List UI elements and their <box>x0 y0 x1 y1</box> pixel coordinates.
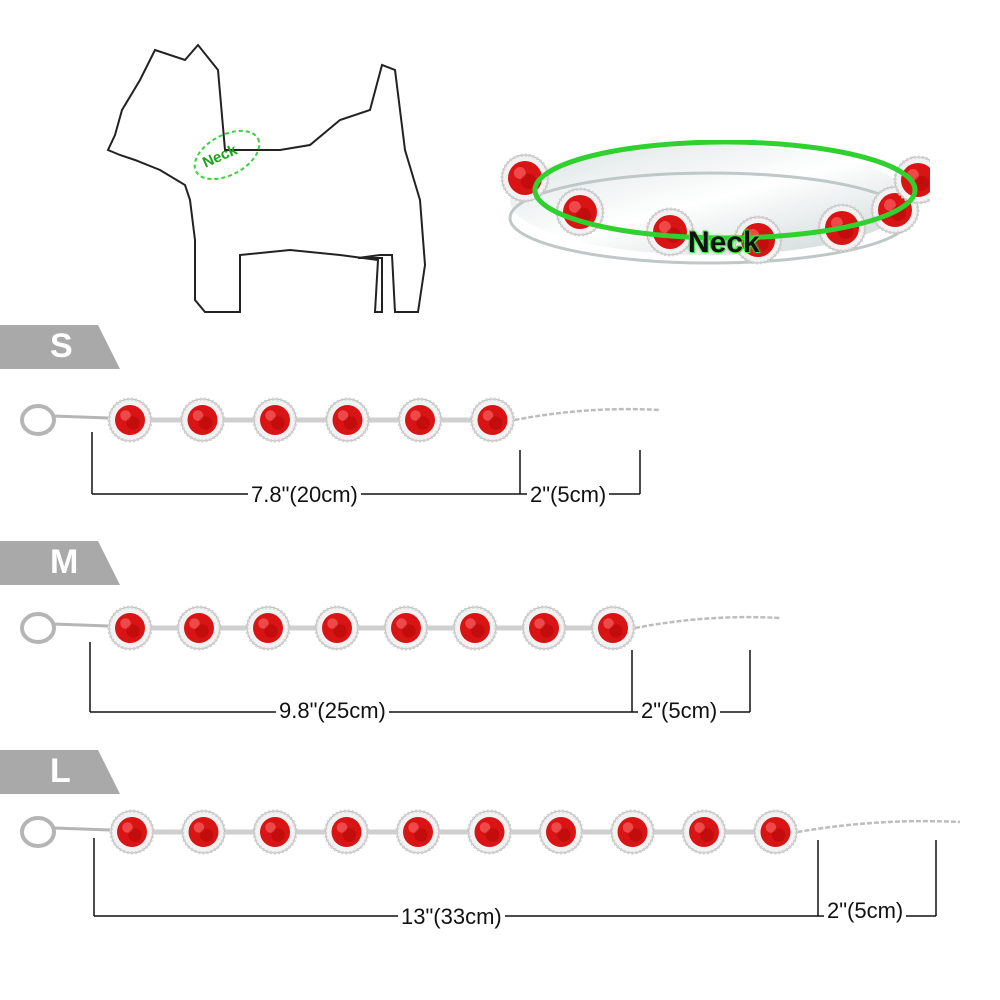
extension-length-s: 2"(5cm) <box>527 482 610 508</box>
size-label: S <box>50 327 73 365</box>
red-rhinestone-gem <box>314 605 360 651</box>
red-rhinestone-gem <box>181 809 226 855</box>
red-rhinestone-gem <box>521 605 567 651</box>
main-length-s: 7.8"(20cm) <box>248 482 361 508</box>
red-rhinestone-gem <box>325 397 370 443</box>
red-rhinestone-gem <box>397 397 443 443</box>
dimension-lines-s <box>91 432 641 495</box>
red-rhinestone-gem <box>383 605 429 651</box>
necklace-l <box>20 809 961 855</box>
lobster-clasp <box>20 404 109 436</box>
size-tab-l: L <box>0 750 120 794</box>
extension-length-m: 2"(5cm) <box>638 698 721 724</box>
neck-label-photo: Neck <box>688 226 760 259</box>
size-tab-m: M <box>0 541 120 585</box>
extension-chain <box>514 407 661 422</box>
red-rhinestone-gem <box>252 809 298 855</box>
red-rhinestone-gem <box>324 809 369 855</box>
red-rhinestone-gem <box>753 809 798 855</box>
red-rhinestone-gem <box>467 809 512 855</box>
size-tab-s: S <box>0 325 120 369</box>
red-rhinestone-gem <box>176 605 222 651</box>
red-rhinestone-gem <box>470 397 515 443</box>
red-rhinestone-gem <box>109 809 155 855</box>
dimension-lines-m <box>89 642 751 713</box>
photo-red-gem <box>645 207 695 257</box>
size-label: L <box>50 752 71 790</box>
red-rhinestone-gem <box>245 605 291 651</box>
red-rhinestone-gem <box>395 809 441 855</box>
necklace-s <box>20 397 661 443</box>
extension-chain <box>634 615 781 630</box>
dog-outline-diagram <box>106 43 427 313</box>
red-rhinestone-gem <box>452 605 498 651</box>
main-length-l: 13"(33cm) <box>398 904 505 930</box>
red-rhinestone-gem <box>107 605 153 651</box>
neck-ring-photo <box>532 140 918 241</box>
size-label: M <box>50 543 79 581</box>
lobster-clasp <box>20 816 111 848</box>
red-rhinestone-gem <box>180 397 225 443</box>
red-rhinestone-gem <box>538 809 584 855</box>
red-rhinestone-gem <box>252 397 298 443</box>
red-rhinestone-gem <box>107 397 153 443</box>
necklace-m <box>20 605 781 651</box>
main-length-m: 9.8"(25cm) <box>276 698 389 724</box>
extension-chain <box>797 819 961 834</box>
red-rhinestone-gem <box>590 605 636 651</box>
red-rhinestone-gem <box>610 809 655 855</box>
neck-ring-dog <box>193 129 261 181</box>
lobster-clasp <box>20 612 109 644</box>
red-rhinestone-gem <box>681 809 727 855</box>
extension-length-l: 2"(5cm) <box>824 898 907 924</box>
photo-red-gem <box>733 215 783 265</box>
